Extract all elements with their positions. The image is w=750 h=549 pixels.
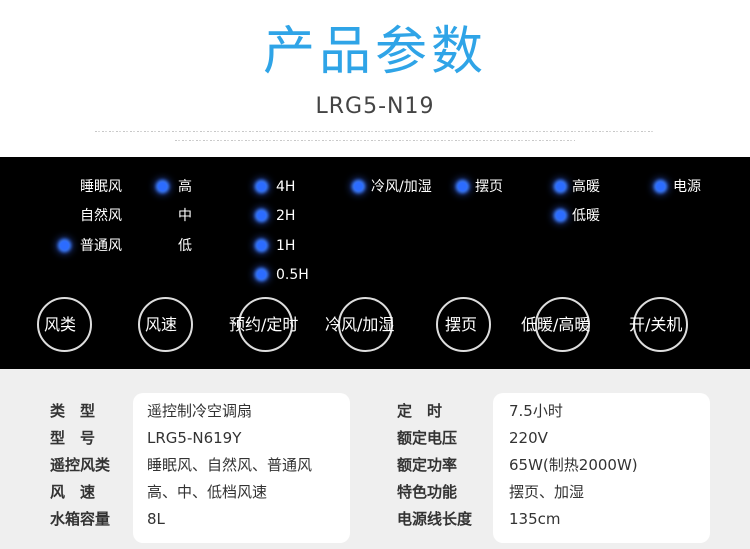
high-heat-label: 高暖 xyxy=(572,179,600,195)
spec-value-model: LRG5-N619Y xyxy=(147,429,242,447)
heat-button-label: 低暖/高暖 xyxy=(521,315,591,334)
timer-label-1h: 1H xyxy=(276,238,296,254)
spec-value-timer: 7.5小时 xyxy=(509,402,563,420)
power-button-label: 开/关机 xyxy=(629,315,683,334)
power-button[interactable] xyxy=(633,297,688,352)
wind-speed-button[interactable] xyxy=(138,297,193,352)
mode-label-natural: 自然风 xyxy=(80,208,122,224)
speed-label-high: 高 xyxy=(178,179,192,195)
header-section: 产品参数 LRG5-N19 xyxy=(0,0,750,157)
timer-label-05h: 0.5H xyxy=(276,267,309,283)
timer-4h-led xyxy=(257,182,266,191)
spec-section: 类 型 遥控制冷空调扇 型 号 LRG5-N619Y 遥控风类 睡眠风、自然风、… xyxy=(0,369,750,549)
low-heat-label: 低暖 xyxy=(572,208,600,224)
spec-value-features: 摆页、加湿 xyxy=(509,483,585,501)
swing-button-label: 摆页 xyxy=(445,315,478,334)
swing-button[interactable] xyxy=(436,297,491,352)
speed-label-low: 低 xyxy=(178,238,192,254)
wind-type-button[interactable] xyxy=(37,297,92,352)
spec-value-cord-length: 135cm xyxy=(509,510,561,528)
low-heat-led xyxy=(556,211,565,220)
wind-type-button-label: 风类 xyxy=(44,315,77,334)
spec-key-power: 额定功率 xyxy=(397,456,458,474)
mode-normal-led xyxy=(60,241,69,250)
spec-values-card-left xyxy=(133,393,350,543)
spec-key-cord-length: 电源线长度 xyxy=(397,510,473,528)
decorative-fine-print xyxy=(175,140,575,142)
spec-key-speed: 风 速 xyxy=(50,483,96,501)
spec-value-type: 遥控制冷空调扇 xyxy=(147,402,253,420)
power-led xyxy=(656,182,665,191)
timer-1h-led xyxy=(257,241,266,250)
spec-key-tank: 水箱容量 xyxy=(50,510,111,528)
swing-label: 摆页 xyxy=(475,179,503,195)
spec-key-remote-modes: 遥控风类 xyxy=(50,456,111,474)
power-label: 电源 xyxy=(673,179,701,195)
timer-label-2h: 2H xyxy=(276,208,296,224)
speed-high-led xyxy=(158,182,167,191)
mode-label-sleep: 睡眠风 xyxy=(80,179,122,195)
timer-button[interactable] xyxy=(238,297,293,352)
cool-humidify-label: 冷风/加湿 xyxy=(371,179,432,195)
spec-key-features: 特色功能 xyxy=(397,483,458,501)
heat-button[interactable] xyxy=(535,297,590,352)
spec-value-remote-modes: 睡眠风、自然风、普通风 xyxy=(147,456,313,474)
spec-values-card-right xyxy=(493,393,710,543)
wind-speed-button-label: 风速 xyxy=(145,315,178,334)
swing-led xyxy=(458,182,467,191)
spec-value-speed: 高、中、低档风速 xyxy=(147,483,268,501)
high-heat-led xyxy=(556,182,565,191)
cool-humidify-button[interactable] xyxy=(338,297,393,352)
timer-button-label: 预约/定时 xyxy=(229,315,299,334)
control-panel: 睡眠风 自然风 普通风 高 中 低 4H 2H 1H 0.5H 冷风/加湿 摆页… xyxy=(0,157,750,369)
spec-value-tank: 8L xyxy=(147,510,165,528)
mode-label-normal: 普通风 xyxy=(80,238,122,254)
timer-2h-led xyxy=(257,211,266,220)
cool-humidify-button-label: 冷风/加湿 xyxy=(325,315,395,334)
speed-label-medium: 中 xyxy=(178,208,192,224)
spec-key-voltage: 额定电压 xyxy=(397,429,458,447)
timer-05h-led xyxy=(257,270,266,279)
spec-key-type: 类 型 xyxy=(50,402,96,420)
spec-key-timer: 定 时 xyxy=(397,402,443,420)
model-number: LRG5-N19 xyxy=(315,94,435,119)
spec-value-power: 65W(制热2000W) xyxy=(509,456,638,474)
decorative-fine-print xyxy=(95,131,655,133)
cool-humidify-led xyxy=(354,182,363,191)
timer-label-4h: 4H xyxy=(276,179,296,195)
spec-key-model: 型 号 xyxy=(50,429,96,447)
spec-value-voltage: 220V xyxy=(509,429,548,447)
page-title: 产品参数 xyxy=(262,22,487,82)
